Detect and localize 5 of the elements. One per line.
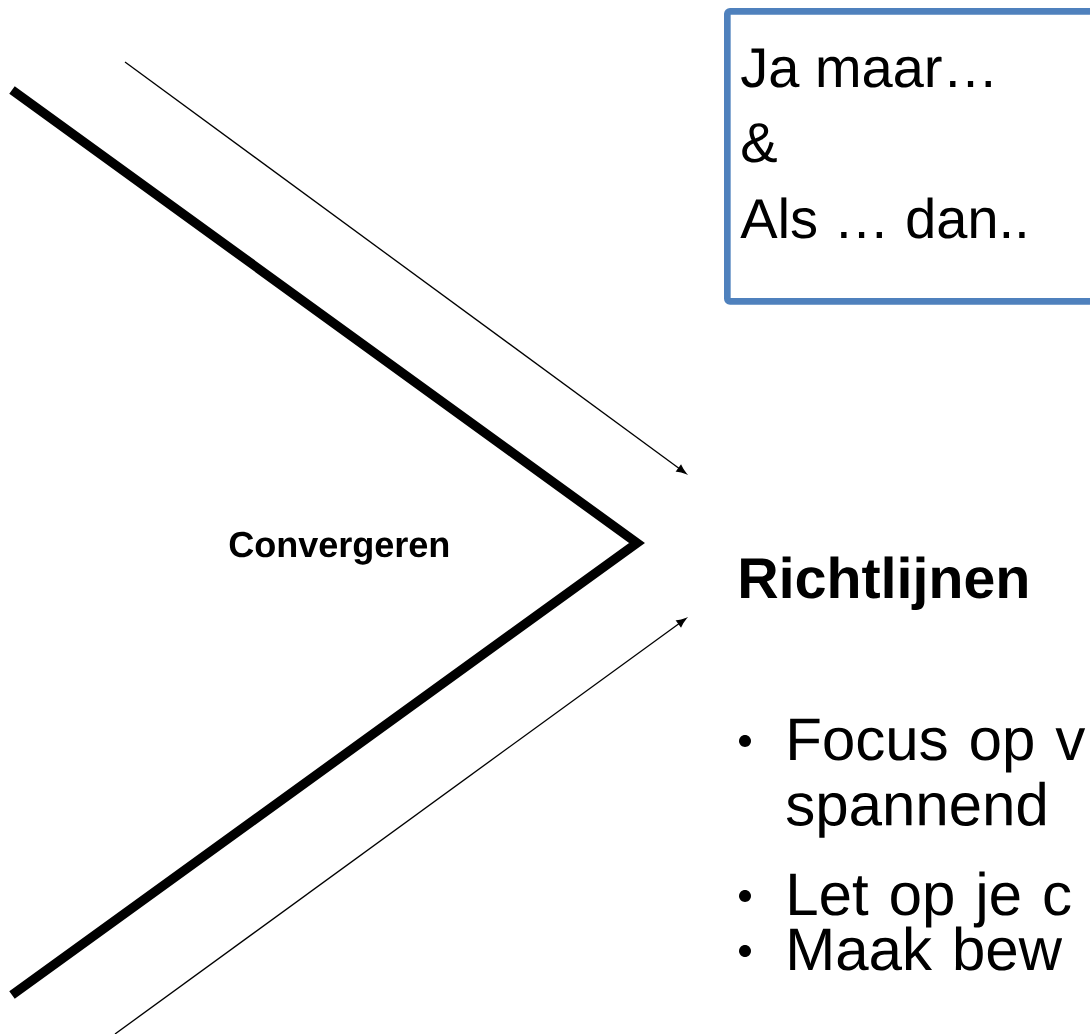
stage-label: Convergeren <box>229 531 449 565</box>
heading: Richtlijnen <box>741 556 1027 610</box>
bullet-item: Focus op v spannend <box>739 718 1086 838</box>
text-box: Ja maar… & Als … dan.. <box>724 8 1090 305</box>
bullet-item: Maak bew <box>739 926 1063 971</box>
